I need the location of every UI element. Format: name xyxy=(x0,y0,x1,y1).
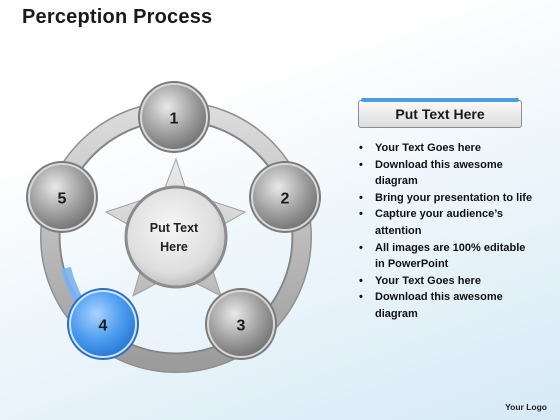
list-item: •Download this awesome diagram xyxy=(359,158,503,188)
logo-text: Your Logo xyxy=(505,402,547,412)
bullet-icon: • xyxy=(359,142,363,154)
node-3: 3 xyxy=(205,288,277,360)
node-1-label: 1 xyxy=(170,111,179,128)
node-2: 2 xyxy=(249,161,321,233)
node-2-label: 2 xyxy=(281,191,290,208)
list-item: •All images are 100% editable in PowerPo… xyxy=(359,241,526,271)
node-4-label: 4 xyxy=(99,318,108,335)
bullet-list: •Your Text Goes here •Download this awes… xyxy=(354,140,534,323)
bullet-icon: • xyxy=(359,191,363,204)
list-item: •Your Text Goes here xyxy=(354,273,534,290)
center-circle xyxy=(124,185,228,289)
bullet-icon: • xyxy=(359,208,363,221)
bullet-icon: • xyxy=(359,274,363,287)
bullet-icon: • xyxy=(359,241,363,254)
node-5-label: 5 xyxy=(58,191,67,208)
list-item: •Your Text Goes here xyxy=(354,140,534,157)
page-title: Perception Process xyxy=(22,6,213,28)
list-item: •Download this awesome diagram xyxy=(359,291,503,320)
node-1: 1 xyxy=(138,81,210,153)
bullet-icon: • xyxy=(359,291,363,304)
side-panel-header: Put Text Here xyxy=(358,98,522,128)
center-text-line1: Put Text xyxy=(150,221,199,235)
list-item: •Capture your audience’s attention xyxy=(359,208,503,237)
node-4-highlighted: 4 xyxy=(67,288,139,360)
node-5: 5 xyxy=(26,161,98,233)
list-item: •Bring your presentation to life xyxy=(354,190,534,207)
perception-cycle-diagram: Put Text Here 1 2 3 4 5 xyxy=(26,81,321,373)
node-3-label: 3 xyxy=(237,318,246,335)
bullet-icon: • xyxy=(359,158,363,171)
side-panel-header-text: Put Text Here xyxy=(395,106,485,122)
center-text-line2: Here xyxy=(160,240,188,254)
